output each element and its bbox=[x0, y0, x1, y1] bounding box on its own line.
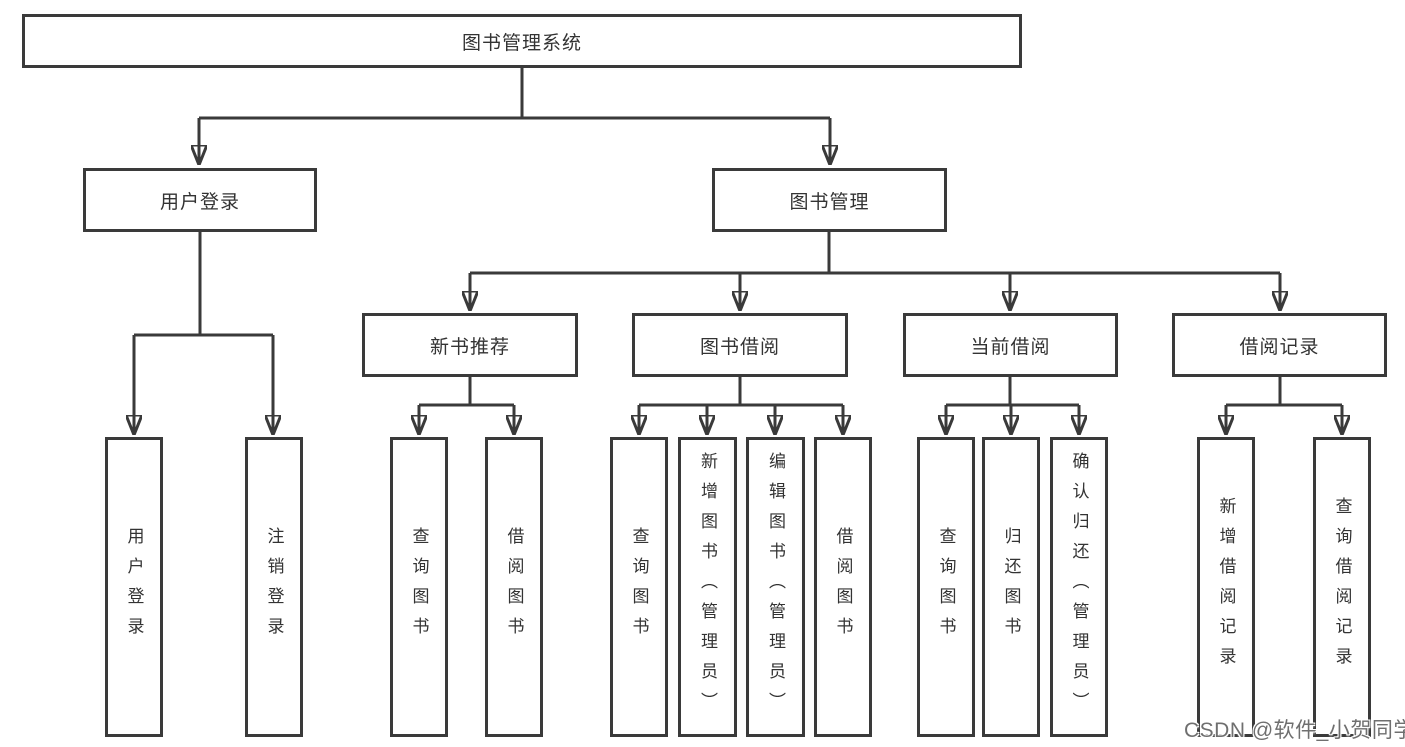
leaf-borrow-books: 借阅图书 bbox=[814, 437, 872, 737]
connector-user-login-to-leaves bbox=[134, 232, 273, 434]
node-current-borrow: 当前借阅 bbox=[903, 313, 1118, 377]
node-label: 查询借阅记录 bbox=[1332, 497, 1352, 677]
leaf-edit-books-admin: 编辑图书（管理员） bbox=[746, 437, 805, 737]
node-label: 归还图书 bbox=[1001, 527, 1021, 647]
node-label: 借阅记录 bbox=[1239, 336, 1320, 358]
leaf-query-borrow-record: 查询借阅记录 bbox=[1313, 437, 1371, 737]
leaf-query-books-borrow: 查询图书 bbox=[610, 437, 668, 737]
leaf-borrow-books-recommend: 借阅图书 bbox=[485, 437, 543, 737]
node-label: 新增图书（管理员） bbox=[698, 452, 717, 722]
node-label: 确认归还（管理员） bbox=[1069, 452, 1089, 722]
connector-book-borrow-to-leaves bbox=[639, 377, 843, 434]
node-label: 查询图书 bbox=[409, 527, 429, 647]
connector-current-borrow-to-leaves bbox=[946, 377, 1079, 434]
node-label: 图书管理 bbox=[789, 191, 870, 213]
node-label: 编辑图书（管理员） bbox=[766, 452, 785, 722]
node-label: 新书推荐 bbox=[429, 336, 510, 358]
node-label: 当前借阅 bbox=[970, 336, 1051, 358]
node-label: 图书管理系统 bbox=[461, 32, 582, 54]
leaf-add-borrow-record: 新增借阅记录 bbox=[1197, 437, 1255, 737]
leaf-query-books-recommend: 查询图书 bbox=[390, 437, 448, 737]
leaf-add-books-admin: 新增图书（管理员） bbox=[678, 437, 737, 737]
node-borrow-records: 借阅记录 bbox=[1172, 313, 1387, 377]
connector-root-to-level1 bbox=[199, 68, 830, 164]
node-label: 借阅图书 bbox=[504, 527, 524, 647]
connector-new-books-to-leaves bbox=[419, 377, 514, 434]
leaf-query-books-current: 查询图书 bbox=[917, 437, 975, 737]
leaf-user-login: 用户登录 bbox=[105, 437, 163, 737]
node-label: 图书借阅 bbox=[699, 336, 780, 358]
node-label: 用户登录 bbox=[159, 191, 240, 213]
node-book-borrow: 图书借阅 bbox=[632, 313, 848, 377]
node-label: 查询图书 bbox=[629, 527, 649, 647]
csdn-watermark: CSDN @软件_小贺同学 bbox=[1184, 719, 1405, 742]
node-new-book-recommend: 新书推荐 bbox=[362, 313, 578, 377]
connector-book-mgmt-to-level2 bbox=[470, 232, 1280, 310]
node-label: 借阅图书 bbox=[833, 527, 853, 647]
leaf-logout: 注销登录 bbox=[245, 437, 303, 737]
node-label: 注销登录 bbox=[264, 527, 284, 647]
node-label: 用户登录 bbox=[124, 527, 144, 647]
leaf-confirm-return-admin: 确认归还（管理员） bbox=[1050, 437, 1108, 737]
node-library-management-system: 图书管理系统 bbox=[22, 14, 1022, 68]
leaf-return-books: 归还图书 bbox=[982, 437, 1040, 737]
node-label: 查询图书 bbox=[936, 527, 956, 647]
node-user-login-branch: 用户登录 bbox=[83, 168, 317, 232]
connector-borrow-records-to-leaves bbox=[1226, 377, 1342, 434]
node-book-management-branch: 图书管理 bbox=[712, 168, 947, 232]
node-label: 新增借阅记录 bbox=[1216, 497, 1236, 677]
